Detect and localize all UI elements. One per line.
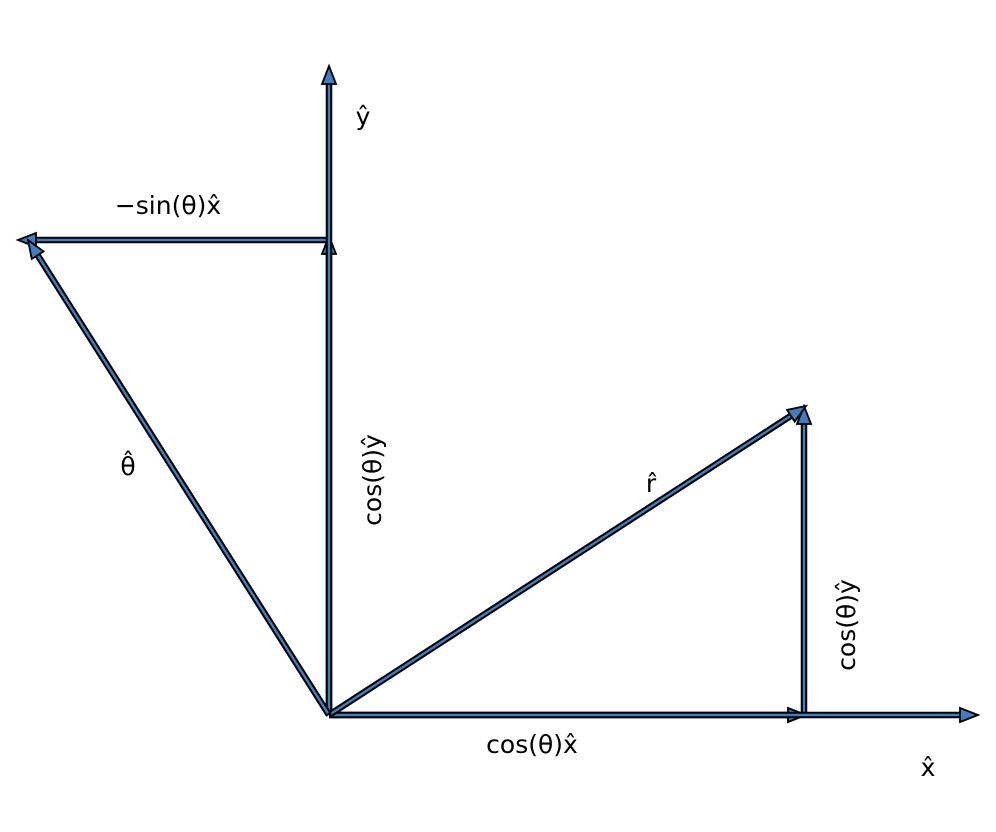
arrow-r-hat-head	[785, 404, 809, 424]
label-theta-hat: θ̂	[120, 450, 135, 481]
guide-lines	[28, 238, 806, 715]
arrow-r-hat	[327, 404, 809, 718]
label-theta-y-component: cos(θ)ŷ	[358, 434, 387, 526]
arrow-r-y-component	[795, 403, 813, 715]
arrow-y-hat-head	[320, 63, 338, 85]
label-r-x-component: cos(θ)x̂	[486, 730, 578, 759]
arrow-theta-hat	[26, 237, 332, 717]
label-x-hat: x̂	[921, 753, 936, 782]
arrow-x-hat	[329, 706, 981, 724]
label-r-hat: r̂	[646, 469, 657, 498]
label-y-hat: ŷ	[356, 102, 371, 131]
label-r-y-component: cos(θ)ŷ	[832, 579, 861, 671]
labels: x̂ ŷ r̂ θ̂ cos(θ)x̂ cos(θ)ŷ −sin(θ)x̂ co…	[115, 102, 936, 782]
arrow-r-hat-shaft-fill	[330, 414, 792, 715]
arrow-theta-hat-head	[26, 237, 46, 261]
label-theta-x-component: −sin(θ)x̂	[115, 191, 221, 220]
arrow-y-hat	[320, 63, 338, 715]
arrow-theta-x-component	[15, 231, 329, 249]
arrow-theta-hat-shaft-fill	[36, 254, 329, 714]
arrows-layer	[15, 63, 981, 724]
arrow-x-hat-head	[959, 706, 981, 724]
